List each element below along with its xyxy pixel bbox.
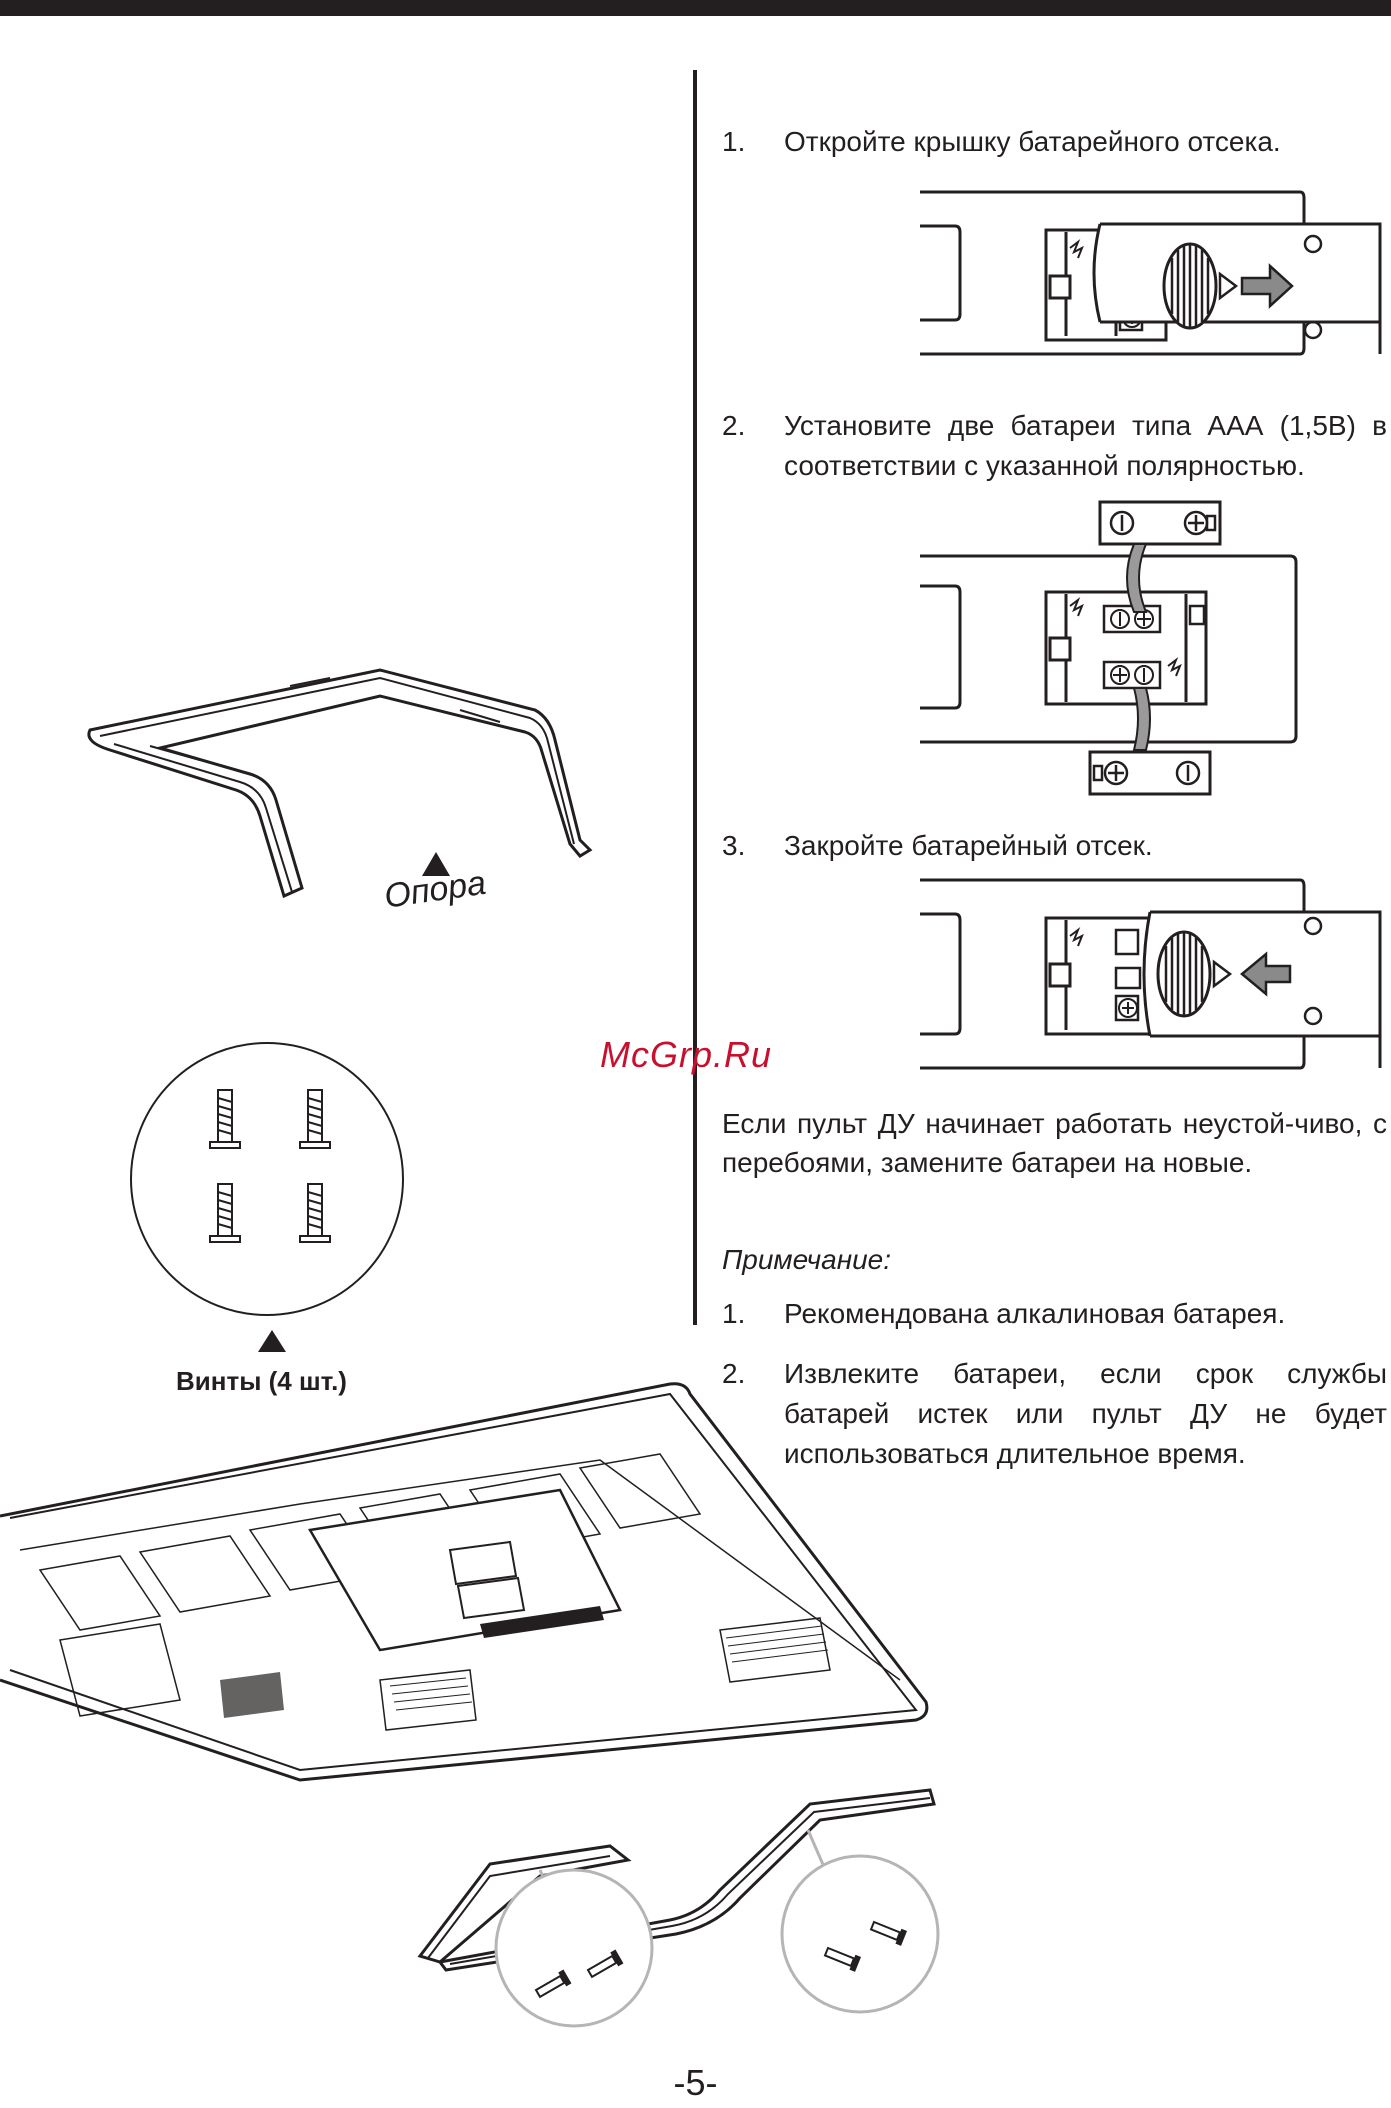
screw-icon	[209, 1089, 241, 1149]
page-number: -5-	[673, 2062, 718, 2103]
step-1-number: 1.	[722, 126, 746, 157]
step-1: 1. Откройте крышку батарейного отсека.	[722, 122, 1387, 162]
note-item-2-number: 2.	[722, 1358, 746, 1389]
screws-caption: Винты (4 шт.)	[176, 1366, 347, 1396]
screws-circle	[130, 1042, 404, 1316]
column-divider	[693, 70, 697, 1325]
stand-illustration	[87, 668, 593, 899]
stand-attachment-illustration	[417, 1788, 936, 1972]
screws-pointer-triangle	[258, 1330, 286, 1352]
screw-detail-circle-left	[494, 1868, 654, 2028]
remote-insert-batteries-illustration	[920, 500, 1298, 796]
note-item-1: 1. Рекомендована алкалиновая батарея.	[722, 1294, 1387, 1334]
tv-back-illustration	[0, 1382, 929, 1782]
step-3-number: 3.	[722, 830, 746, 861]
remote-open-cover-illustration	[920, 190, 1382, 356]
remote-close-cover-illustration	[920, 878, 1382, 1070]
step-2: 2. Установите две батареи типа ААА (1,5В…	[722, 406, 1387, 486]
step-1-text: Откройте крышку батарейного отсека.	[784, 126, 1281, 157]
screw-detail-circle-right	[780, 1829, 940, 2014]
stand-pointer-triangle	[422, 852, 450, 876]
note-title: Примечание:	[722, 1244, 892, 1275]
step-3: 3. Закройте батарейный отсек.	[722, 826, 1387, 866]
replace-batteries-paragraph: Если пульт ДУ начинает работать неустой-…	[722, 1108, 1387, 1178]
step-3-text: Закройте батарейный отсек.	[784, 830, 1153, 861]
note-item-1-number: 1.	[722, 1298, 746, 1329]
step-2-text: Установите две батареи типа ААА (1,5В) в…	[784, 410, 1387, 481]
step-2-number: 2.	[722, 410, 746, 441]
top-bar	[0, 0, 1391, 16]
note-item-2-text: Извлеките батареи, если срок службы бата…	[784, 1358, 1387, 1469]
screw-icon	[534, 1969, 572, 1999]
note-item-1-text: Рекомендована алкалиновая батарея.	[784, 1298, 1286, 1329]
watermark: McGrp.Ru	[600, 1034, 773, 1075]
note-item-2: 2. Извлеките батареи, если срок службы б…	[722, 1354, 1387, 1474]
